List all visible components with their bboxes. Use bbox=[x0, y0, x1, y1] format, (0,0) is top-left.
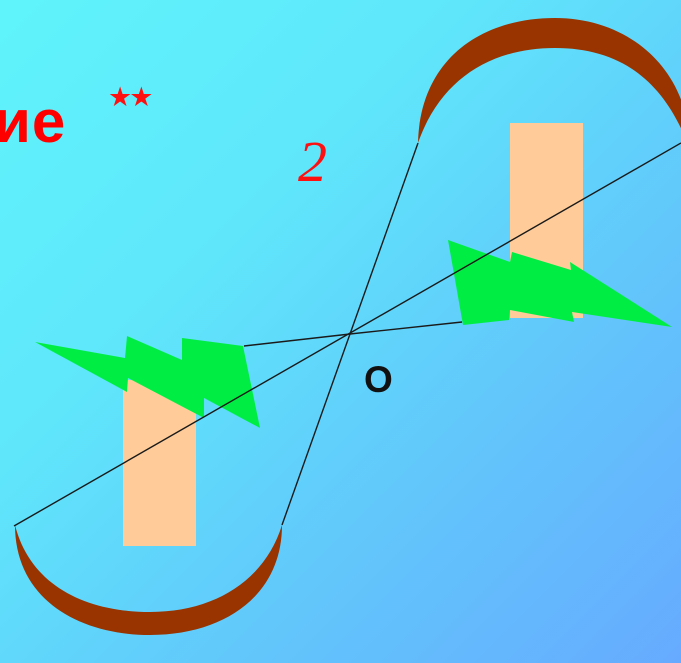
left-bolt bbox=[35, 336, 260, 428]
upper-arc bbox=[418, 18, 681, 143]
center-point-label: О bbox=[364, 359, 393, 400]
steep-line-upper bbox=[349, 142, 419, 335]
short-line-left bbox=[243, 333, 351, 347]
lower-rect bbox=[123, 380, 196, 546]
slide-number: 2 bbox=[298, 129, 327, 194]
right-bolt bbox=[448, 240, 672, 327]
difficulty-stars: ★★ bbox=[108, 82, 153, 113]
lower-arc bbox=[15, 525, 282, 635]
page-title: ие bbox=[0, 88, 67, 155]
steep-line-lower bbox=[281, 333, 351, 526]
short-line-right bbox=[349, 321, 463, 335]
